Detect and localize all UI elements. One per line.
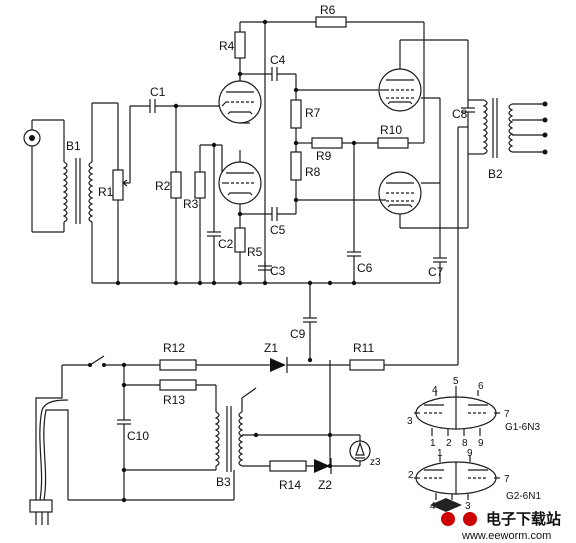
pinout-g2-pin3: 3 bbox=[465, 501, 471, 512]
resistor-r3: R3 bbox=[183, 144, 223, 283]
label-c2: C2 bbox=[218, 237, 234, 251]
capacitor-c3: C3 bbox=[258, 262, 286, 278]
label-r12: R12 bbox=[163, 341, 185, 355]
pinout-g2-6n1: 1 9 2 7 4 8 3 G2-6N1 bbox=[408, 448, 541, 512]
tube-output-upper bbox=[378, 39, 468, 112]
resistor-r11: R11 bbox=[349, 340, 459, 371]
label-r3: R3 bbox=[183, 197, 199, 211]
pinout-g1-name: G1-6N3 bbox=[505, 422, 540, 433]
label-r10: R10 bbox=[380, 123, 402, 137]
label-c9: C9 bbox=[290, 327, 306, 341]
label-c4: C4 bbox=[270, 53, 286, 67]
resistor-r13: R13 bbox=[159, 379, 217, 412]
pinout-g2-name: G2-6N1 bbox=[506, 491, 541, 502]
resistor-r2: R2 bbox=[155, 103, 182, 283]
pinout-g2-pin9: 9 bbox=[467, 448, 473, 459]
label-c3: C3 bbox=[270, 264, 286, 278]
label-r6: R6 bbox=[320, 3, 336, 17]
pinout-g2-pin4: 4 bbox=[430, 501, 436, 512]
label-c10: C10 bbox=[127, 429, 149, 443]
power-plug bbox=[29, 355, 234, 525]
pinout-g1-pin9: 9 bbox=[478, 438, 484, 449]
resistor-r12: R12 bbox=[159, 341, 270, 371]
diode-z1: Z1 bbox=[264, 341, 350, 373]
label-r1: R1 bbox=[98, 185, 114, 199]
capacitor-c8: C8 bbox=[452, 40, 475, 228]
watermark: 电子下载站 www.eeworm.com bbox=[430, 498, 561, 542]
label-c5: C5 bbox=[270, 223, 286, 237]
pinout-g1-pin3: 3 bbox=[407, 416, 413, 427]
capacitor-c6: C6 bbox=[347, 251, 373, 283]
label-c7: C7 bbox=[428, 265, 444, 279]
resistor-r4: R4 bbox=[219, 22, 246, 81]
watermark-logo: 电子下载站 bbox=[486, 510, 561, 528]
transformer-b3: B3 bbox=[124, 387, 330, 500]
capacitor-c9: C9 bbox=[290, 283, 317, 363]
pinout-g1-pin2: 2 bbox=[446, 438, 452, 449]
input-jack bbox=[23, 119, 64, 233]
ground-bus bbox=[92, 280, 440, 286]
capacitor-c1: C1 bbox=[130, 85, 222, 113]
label-b2: B2 bbox=[488, 167, 503, 181]
label-c6: C6 bbox=[357, 261, 373, 275]
tube-g1-lower bbox=[218, 150, 262, 214]
pinout-g1-pin5: 5 bbox=[453, 376, 459, 387]
watermark-bug-icon bbox=[441, 512, 455, 526]
label-r4: R4 bbox=[219, 39, 235, 53]
resistor-r10: R10 bbox=[354, 123, 425, 149]
resistor-r5: R5 bbox=[234, 211, 263, 283]
label-r14: R14 bbox=[279, 478, 301, 492]
pinout-g1-pin7: 7 bbox=[504, 409, 510, 420]
capacitor-c2: C2 bbox=[207, 142, 234, 283]
label-r5: R5 bbox=[247, 245, 263, 259]
watermark-logo-icon bbox=[430, 498, 462, 512]
label-c8: C8 bbox=[452, 107, 468, 121]
pinout-g1-pin1: 1 bbox=[430, 438, 436, 449]
capacitor-c4: C4 bbox=[240, 53, 297, 90]
label-z3: z3 bbox=[370, 457, 381, 468]
resistor-r8: R8 bbox=[290, 140, 321, 203]
label-r8: R8 bbox=[305, 165, 321, 179]
capacitor-c5: C5 bbox=[240, 200, 297, 237]
pinout-g2-pin1: 1 bbox=[437, 448, 443, 459]
label-r7: R7 bbox=[305, 106, 321, 120]
watermark-url: www.eeworm.com bbox=[461, 530, 551, 542]
diode-z2: Z2 bbox=[314, 360, 360, 492]
label-r11: R11 bbox=[353, 341, 374, 355]
watermark-bug-icon-2 bbox=[463, 512, 477, 526]
label-z1: Z1 bbox=[264, 341, 278, 355]
transformer-b2: B2 bbox=[457, 98, 548, 340]
label-b3: B3 bbox=[216, 475, 231, 489]
pinout-g2-pin2: 2 bbox=[408, 470, 414, 481]
pinout-g1-pin6: 6 bbox=[478, 381, 484, 392]
label-z2: Z2 bbox=[318, 478, 332, 492]
capacitor-c7: C7 bbox=[428, 183, 447, 283]
label-c1: C1 bbox=[150, 85, 166, 99]
lamp-z3: z3 bbox=[330, 434, 381, 468]
tube-g1-upper bbox=[218, 74, 262, 124]
pinout-g1-6n3: 4 5 6 3 7 1 2 8 9 G1-6N3 bbox=[407, 376, 540, 449]
potentiometer-r1: R1 bbox=[92, 102, 131, 283]
pinout-g1-pin4: 4 bbox=[432, 385, 438, 396]
capacitor-c10: C10 bbox=[117, 362, 160, 503]
label-b1: B1 bbox=[66, 139, 81, 153]
pinout-g2-pin7: 7 bbox=[504, 474, 510, 485]
transformer-b1: B1 bbox=[62, 103, 94, 283]
resistor-r9: R9 bbox=[296, 137, 357, 252]
label-r9: R9 bbox=[316, 149, 332, 163]
label-r13: R13 bbox=[163, 393, 185, 407]
resistor-r14: R14 bbox=[269, 460, 314, 492]
bplus-rail: R6 bbox=[240, 3, 425, 283]
label-r2: R2 bbox=[155, 179, 171, 193]
pinout-g1-pin8: 8 bbox=[462, 438, 468, 449]
tube-output-lower bbox=[296, 98, 468, 229]
